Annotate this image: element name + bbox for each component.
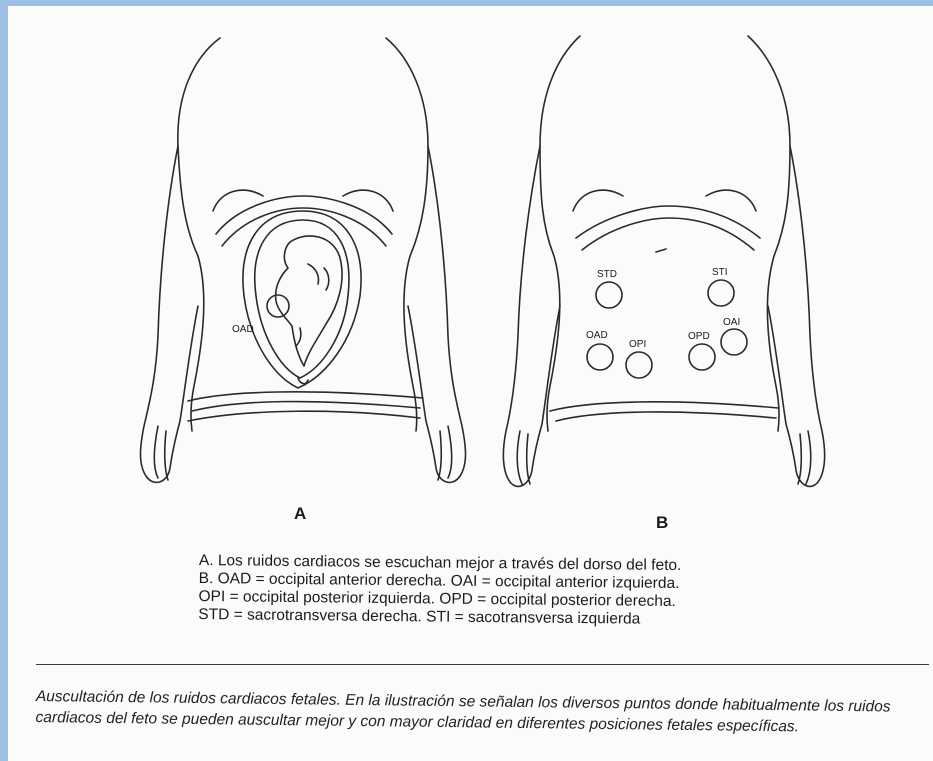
figure-a: OAD A <box>141 38 466 523</box>
figure-b-point-opd <box>689 344 715 370</box>
figure-caption: Auscultación de los ruidos cardiacos fet… <box>35 686 915 739</box>
figure-b-label: B <box>656 513 668 532</box>
figure-b-label-std: STD <box>597 269 617 280</box>
figure-b-label-sti: STI <box>712 267 728 278</box>
figure-b-right-arm <box>768 146 825 486</box>
figure-b-point-oai <box>721 329 747 355</box>
figure-b-point-std <box>596 282 622 308</box>
figure-b-label-oai: OAI <box>723 317 740 328</box>
figure-b-point-sti <box>708 280 734 306</box>
caption-lead: Auscultación de los ruidos cardiacos fet… <box>36 688 341 709</box>
figure-a-torso-outline <box>178 38 220 431</box>
figure-b-label-opd: OPD <box>688 331 710 342</box>
figure-b-label-opi: OPI <box>629 339 646 350</box>
figure-b-left-arm <box>503 146 560 486</box>
figure-b-label-oad: OAD <box>586 330 608 341</box>
figure-b-point-oad <box>587 344 613 370</box>
figure-a-point-label: OAD <box>232 324 254 335</box>
caption-divider <box>36 664 929 665</box>
figure-a-left-arm <box>141 146 199 482</box>
figure-a-label: A <box>294 504 306 523</box>
figure-a-right-arm <box>408 146 466 482</box>
figures-drawing: OAD A <box>8 6 933 546</box>
figure-b-point-opi <box>626 352 652 378</box>
legend: A. Los ruidos cardiacos se escuchan mejo… <box>198 552 839 631</box>
figure-b-torso-outline <box>540 36 580 431</box>
figure-b: STD STI OAD OPI OPD OAI B <box>503 36 824 532</box>
